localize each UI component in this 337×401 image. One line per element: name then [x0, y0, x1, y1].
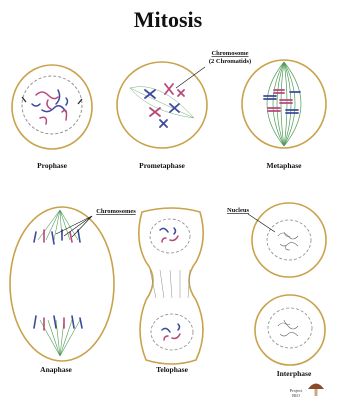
nucleus-pointer — [248, 214, 275, 232]
cell-membrane — [255, 295, 325, 365]
nucleus-envelope — [267, 220, 311, 260]
chromosome-group — [145, 84, 184, 127]
cell-membrane — [12, 65, 92, 149]
annotation-chromosomes: Chromosomes — [96, 208, 136, 215]
label-metaphase: Metaphase — [267, 161, 303, 170]
chromatin — [278, 232, 298, 250]
project-bio-logo: Project BIO — [290, 384, 324, 399]
nucleus-envelope — [151, 314, 193, 350]
interphase-cell-upper — [252, 203, 326, 277]
prometaphase-cell — [117, 62, 207, 148]
anaphase-cell — [10, 207, 114, 361]
mushroom-cap-icon — [308, 384, 324, 390]
label-prometaphase: Prometaphase — [139, 161, 185, 170]
logo-text-line2: BIO — [292, 393, 301, 398]
interphase-cell-lower — [255, 295, 325, 365]
metaphase-cell — [242, 60, 326, 148]
annotation-chromosome: Chromosome — [211, 50, 248, 57]
cell-membrane — [117, 62, 207, 148]
chromatin — [278, 320, 298, 336]
prophase-cell — [12, 65, 92, 149]
annotation-nucleus: Nucleus — [227, 207, 250, 214]
telophase-cell — [139, 208, 203, 364]
chromosome-group — [34, 230, 82, 330]
chromosome-group — [160, 228, 180, 340]
chromosome-pointer — [176, 67, 205, 88]
label-prophase: Prophase — [37, 161, 68, 170]
nucleus-envelope — [150, 219, 190, 253]
nucleus-envelope — [22, 76, 82, 134]
label-anaphase: Anaphase — [40, 365, 72, 374]
cell-membrane — [242, 60, 326, 148]
spindle-fibers — [130, 87, 194, 118]
spindle-fibers — [150, 270, 190, 298]
annotation-chromatids: (2 Chromatids) — [209, 58, 251, 65]
chromosome-group — [32, 90, 68, 124]
label-interphase: Interphase — [277, 369, 312, 378]
spindle-fibers — [267, 62, 301, 146]
mushroom-stem-icon — [315, 389, 318, 396]
label-telophase: Telophase — [156, 365, 188, 374]
page-title: Mitosis — [134, 7, 203, 32]
cell-membrane — [252, 203, 326, 277]
